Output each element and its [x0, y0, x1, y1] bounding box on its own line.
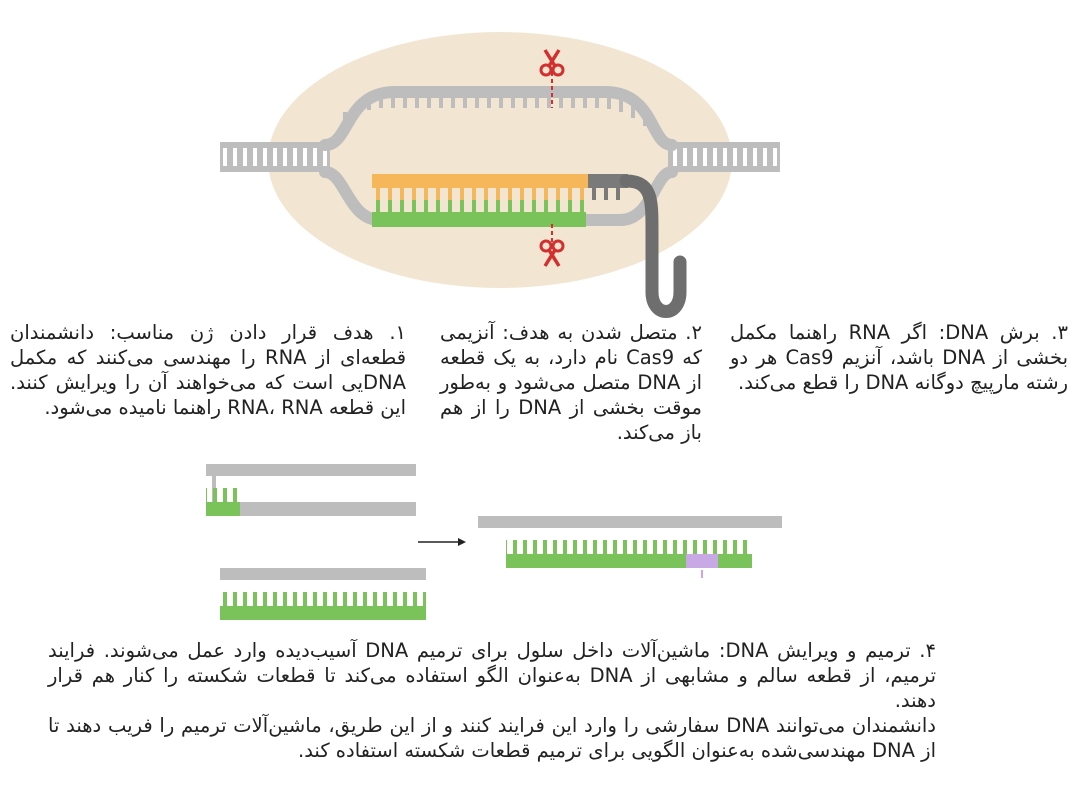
dna-top-strand: [319, 86, 678, 151]
step-1-text: ۱. هدف قرار دادن ژن مناسب: دانشمندان قطع…: [10, 320, 406, 420]
broken-dna-fragment: [206, 464, 416, 516]
step-2-paragraph: ۲. متصل شدن به هدف: آنزیمی که Cas9 نام د…: [440, 321, 702, 444]
step-2-text: ۲. متصل شدن به هدف: آنزیمی که Cas9 نام د…: [440, 320, 702, 445]
cas9-tail: [588, 174, 687, 318]
step-4-paragraph-1: ۴. ترمیم و ویرایش DNA: ماشین‌آلات داخل س…: [48, 639, 936, 712]
scissors-icon: [539, 49, 565, 77]
arrow-right-icon: [418, 538, 466, 546]
repaired-dna: [478, 516, 782, 578]
dna-double-strand-left: [220, 142, 330, 172]
template-dna: [220, 568, 426, 620]
dna-double-strand-right: [668, 142, 780, 172]
guide-rna: [372, 174, 588, 200]
step-3-paragraph: ۳. برش DNA: اگر RNA راهنما مکمل بخشی از …: [730, 321, 1069, 394]
scissors-icon: [539, 239, 565, 267]
edit-insert: [686, 554, 718, 568]
step-4-text: ۴. ترمیم و ویرایش DNA: ماشین‌آلات داخل س…: [48, 638, 936, 763]
step-3-text: ۳. برش DNA: اگر RNA راهنما مکمل بخشی از …: [730, 320, 1068, 395]
step-1-paragraph: ۱. هدف قرار دادن ژن مناسب: دانشمندان قطع…: [10, 321, 407, 419]
cas9-enzyme: [268, 32, 732, 288]
step-4-paragraph-2: دانشمندان می‌توانند DNA سفارشی را وارد ا…: [48, 714, 936, 762]
target-dna: [372, 200, 586, 227]
